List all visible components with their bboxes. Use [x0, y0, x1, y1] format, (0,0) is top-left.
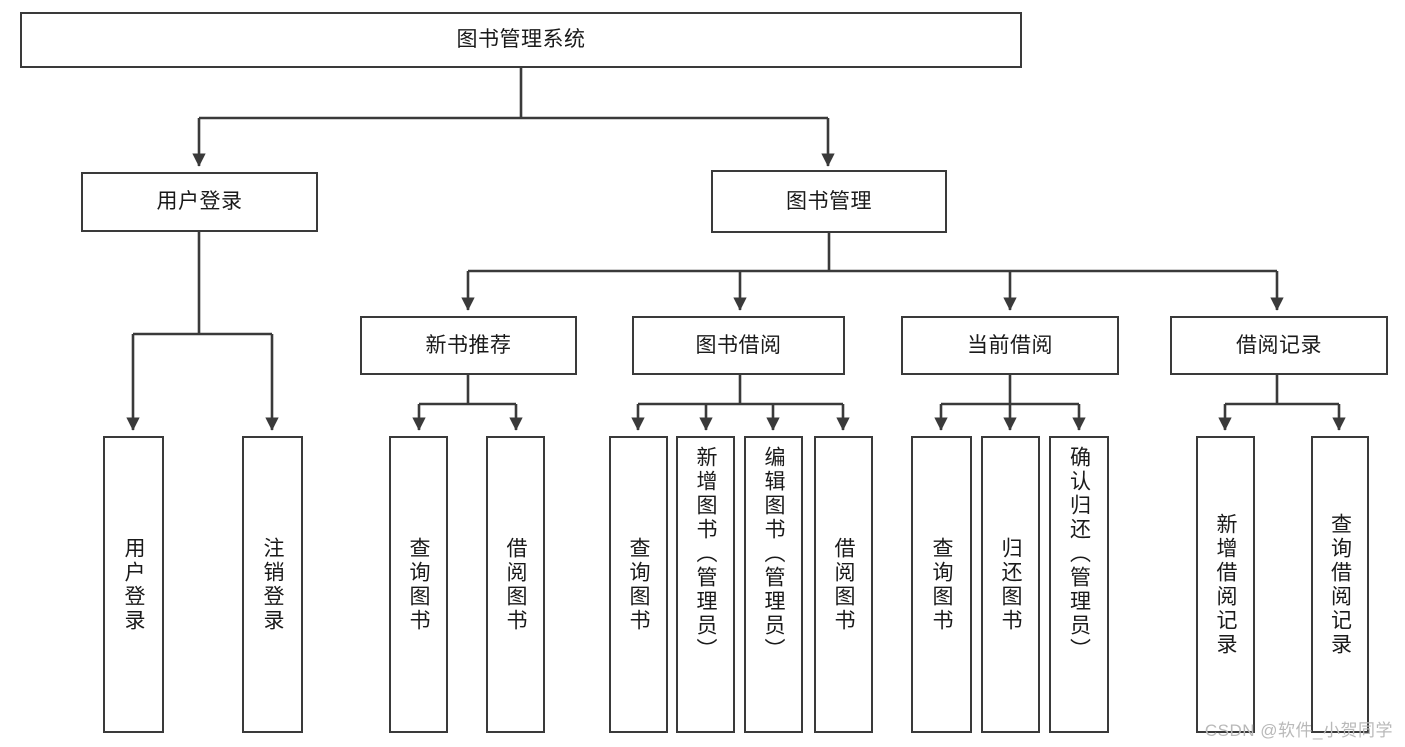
- node-book-management[interactable]: 图书管理: [711, 170, 947, 233]
- leaf-borrow-query-book[interactable]: 查询图书: [609, 436, 668, 733]
- node-book-management-label: 图书管理: [786, 189, 872, 213]
- leaf-current-confirm-return-label: 确认归还（管理员）: [1067, 446, 1091, 662]
- leaf-borrow-add-book[interactable]: 新增图书（管理员）: [676, 436, 735, 733]
- leaf-record-query-label: 查询借阅记录: [1328, 512, 1352, 657]
- leaf-new-book-borrow[interactable]: 借阅图书: [486, 436, 545, 733]
- node-root[interactable]: 图书管理系统: [20, 12, 1022, 68]
- leaf-user-login-signin-label: 用户登录: [122, 536, 145, 633]
- node-book-borrow[interactable]: 图书借阅: [632, 316, 845, 375]
- leaf-current-query-book-label: 查询图书: [930, 536, 953, 633]
- leaf-user-login-signout-label: 注销登录: [261, 536, 284, 633]
- leaf-current-query-book[interactable]: 查询图书: [911, 436, 972, 733]
- node-user-login-label: 用户登录: [156, 190, 243, 214]
- leaf-current-return-book-label: 归还图书: [999, 536, 1022, 633]
- node-borrow-record[interactable]: 借阅记录: [1170, 316, 1388, 375]
- leaf-borrow-borrow-book[interactable]: 借阅图书: [814, 436, 873, 733]
- leaf-record-query[interactable]: 查询借阅记录: [1311, 436, 1369, 733]
- leaf-current-return-book[interactable]: 归还图书: [981, 436, 1040, 733]
- node-user-login[interactable]: 用户登录: [81, 172, 318, 232]
- leaf-user-login-signout[interactable]: 注销登录: [242, 436, 303, 733]
- node-root-label: 图书管理系统: [456, 28, 586, 52]
- leaf-new-book-query[interactable]: 查询图书: [389, 436, 448, 733]
- leaf-new-book-borrow-label: 借阅图书: [504, 536, 527, 633]
- node-current-borrow-label: 当前借阅: [967, 333, 1053, 357]
- leaf-new-book-query-label: 查询图书: [407, 536, 430, 633]
- leaf-borrow-edit-book-label: 编辑图书（管理员）: [762, 446, 785, 662]
- node-current-borrow[interactable]: 当前借阅: [901, 316, 1119, 375]
- leaf-borrow-query-book-label: 查询图书: [627, 536, 650, 633]
- leaf-borrow-edit-book[interactable]: 编辑图书（管理员）: [744, 436, 803, 733]
- node-new-book-recommend-label: 新书推荐: [425, 333, 512, 357]
- leaf-user-login-signin[interactable]: 用户登录: [103, 436, 164, 733]
- node-book-borrow-label: 图书借阅: [695, 333, 782, 357]
- leaf-borrow-borrow-book-label: 借阅图书: [832, 536, 855, 633]
- node-new-book-recommend[interactable]: 新书推荐: [360, 316, 577, 375]
- leaf-borrow-add-book-label: 新增图书（管理员）: [694, 446, 717, 662]
- leaf-current-confirm-return[interactable]: 确认归还（管理员）: [1049, 436, 1109, 733]
- leaf-record-add-label: 新增借阅记录: [1214, 512, 1237, 657]
- leaf-record-add[interactable]: 新增借阅记录: [1196, 436, 1255, 733]
- node-borrow-record-label: 借阅记录: [1236, 333, 1322, 357]
